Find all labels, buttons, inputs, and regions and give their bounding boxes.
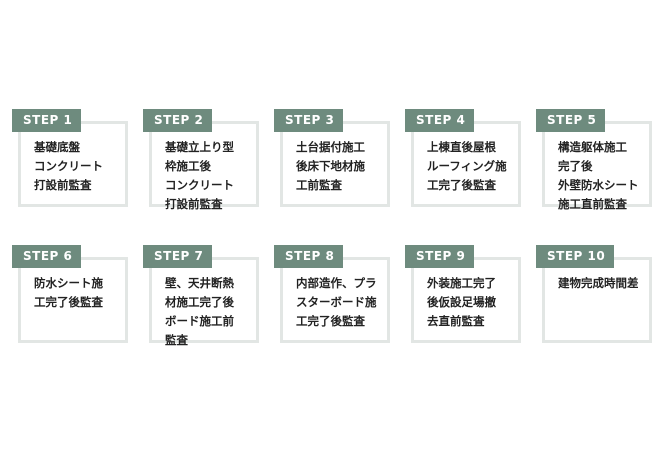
step-card-3: STEP 3 土台据付施工 後床下地材施 工前監査: [274, 109, 390, 207]
step-description: 外装施工完了 後仮設足場撤 去直前監査: [427, 276, 496, 328]
step-badge: STEP 2: [143, 109, 213, 132]
step-card-7: STEP 7 壁、天井断熱 材施工完了後 ボード施工前 監査: [143, 245, 259, 347]
step-card-10: STEP 10 建物完成時間差: [536, 245, 652, 343]
step-badge: STEP 5: [536, 109, 606, 132]
step-description: 基礎立上り型 枠施工後 コンクリート 打設前監査: [165, 140, 234, 211]
step-card-2: STEP 2 基礎立上り型 枠施工後 コンクリート 打設前監査: [143, 109, 259, 211]
step-badge: STEP 4: [405, 109, 475, 132]
step-badge: STEP 3: [274, 109, 344, 132]
step-badge: STEP 7: [143, 245, 213, 268]
step-badge: STEP 1: [12, 109, 82, 132]
step-card-9: STEP 9 外装施工完了 後仮設足場撤 去直前監査: [405, 245, 521, 343]
step-description: 構造躯体施工 完了後 外壁防水シート 施工直前監査: [558, 140, 639, 211]
step-description: 防水シート施 工完了後監査: [34, 276, 103, 309]
step-description: 基礎底盤 コンクリート 打設前監査: [34, 140, 103, 192]
step-box: [149, 257, 259, 343]
step-description: 土台据付施工 後床下地材施 工前監査: [296, 140, 365, 192]
step-box: [280, 121, 390, 207]
step-card-1: STEP 1 基礎底盤 コンクリート 打設前監査: [12, 109, 128, 207]
step-box: [542, 257, 652, 343]
step-description: 内部造作、プラ スターボード施 工完了後監査: [296, 276, 377, 328]
step-card-6: STEP 6 防水シート施 工完了後監査: [12, 245, 128, 343]
step-description: 壁、天井断熱 材施工完了後 ボード施工前 監査: [165, 276, 234, 347]
step-badge: STEP 9: [405, 245, 475, 268]
step-card-5: STEP 5 構造躯体施工 完了後 外壁防水シート 施工直前監査: [536, 109, 652, 211]
step-box: [542, 121, 652, 207]
step-description: 上棟直後屋根 ルーフィング施 工完了後監査: [427, 140, 507, 192]
step-description: 建物完成時間差: [558, 276, 639, 290]
step-card-4: STEP 4 上棟直後屋根 ルーフィング施 工完了後監査: [405, 109, 521, 207]
step-badge: STEP 6: [12, 245, 82, 268]
step-box: [149, 121, 259, 207]
step-card-8: STEP 8 内部造作、プラ スターボード施 工完了後監査: [274, 245, 390, 343]
step-badge: STEP 10: [536, 245, 615, 268]
step-badge: STEP 8: [274, 245, 344, 268]
